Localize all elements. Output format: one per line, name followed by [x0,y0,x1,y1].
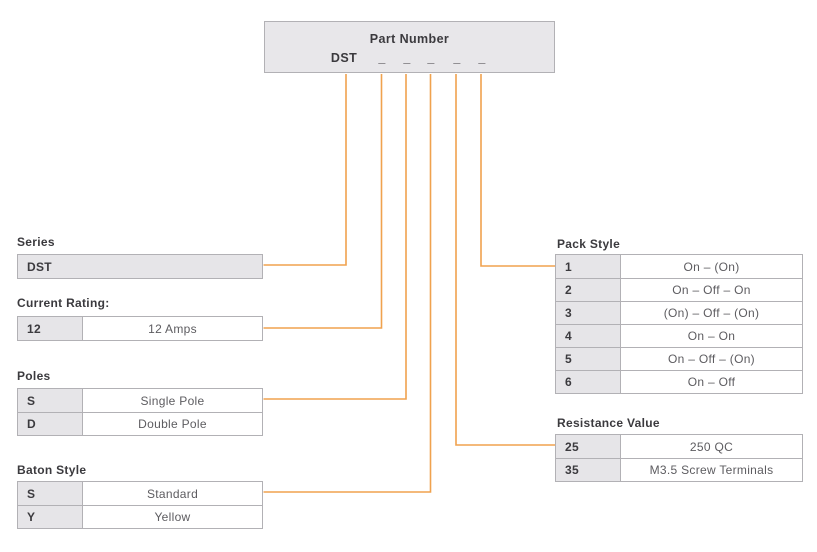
series-table: DST [17,254,263,279]
row-value: Single Pole [140,393,205,408]
connector-resistance-value [455,74,555,446]
row-key: 5 [556,348,621,370]
row-value: Double Pole [138,417,207,431]
row-key: 12 [18,317,83,340]
table-row: D Double Pole [18,412,262,435]
table-row: 4 On – On [556,324,802,347]
table-row: 25 250 QC [556,435,802,458]
pack-style-label: Pack Style [557,237,621,251]
current-rating-table: 12 12 Amps [17,316,263,341]
resistance-value-label: Resistance Value [557,416,660,430]
row-key: DST [18,255,262,278]
table-row: 35 M3.5 Screw Terminals [556,458,802,481]
baton-style-table: S Standard Y Yellow [17,481,263,529]
table-row: 12 12 Amps [18,317,262,340]
connector-series [263,74,347,266]
row-value: (On) – Off – (On) [663,306,760,320]
row-key: Y [18,506,83,528]
row-key: 1 [556,255,621,278]
part-number-blank: _ [427,51,435,65]
row-value: On – (On) [683,259,740,274]
baton-style-label: Baton Style [17,463,87,477]
connector-pack-style [480,74,555,267]
current-rating-label: Current Rating: [17,296,110,310]
table-row: 6 On – Off [556,370,802,393]
poles-label: Poles [17,369,51,383]
part-number-title: Part Number [369,32,450,46]
row-key: 25 [556,435,621,458]
resistance-value-table: 25 250 QC 35 M3.5 Screw Terminals [555,434,803,482]
part-number-prefix: DST [330,51,358,65]
row-value: M3.5 Screw Terminals [649,463,774,477]
pack-style-table: 1 On – (On) 2 On – Off – On 3 (On) – Off… [555,254,803,394]
row-value: Yellow [154,510,191,524]
connector-baton-style [263,74,432,493]
row-value: 250 QC [689,439,734,454]
table-row: Y Yellow [18,505,262,528]
table-row: S Single Pole [18,389,262,412]
part-number-box: Part Number DST _ _ _ _ _ [264,21,555,73]
row-value: On – Off – On [672,283,751,297]
row-value: 12 Amps [148,321,197,336]
table-row: 2 On – Off – On [556,278,802,301]
series-label: Series [17,235,55,249]
row-key: 4 [556,325,621,347]
part-number-blank: _ [403,51,411,65]
table-row: DST [18,255,262,278]
row-value: On – Off [687,375,736,389]
connector-current-rating [263,74,383,329]
row-key: S [18,482,83,505]
part-number-blank: _ [478,51,486,65]
row-value: On – Off – (On) [668,352,755,366]
row-key: 2 [556,279,621,301]
table-row: 3 (On) – Off – (On) [556,301,802,324]
poles-table: S Single Pole D Double Pole [17,388,263,436]
part-number-blank: _ [453,51,461,65]
row-key: D [18,413,83,435]
table-row: 5 On – Off – (On) [556,347,802,370]
row-key: 3 [556,302,621,324]
row-key: 35 [556,459,621,481]
row-key: 6 [556,371,621,393]
row-key: S [18,389,83,412]
table-row: 1 On – (On) [556,255,802,278]
part-number-blank: _ [378,51,386,65]
connector-poles [263,74,407,400]
row-value: On – On [687,329,736,343]
row-value: Standard [146,486,199,501]
table-row: S Standard [18,482,262,505]
